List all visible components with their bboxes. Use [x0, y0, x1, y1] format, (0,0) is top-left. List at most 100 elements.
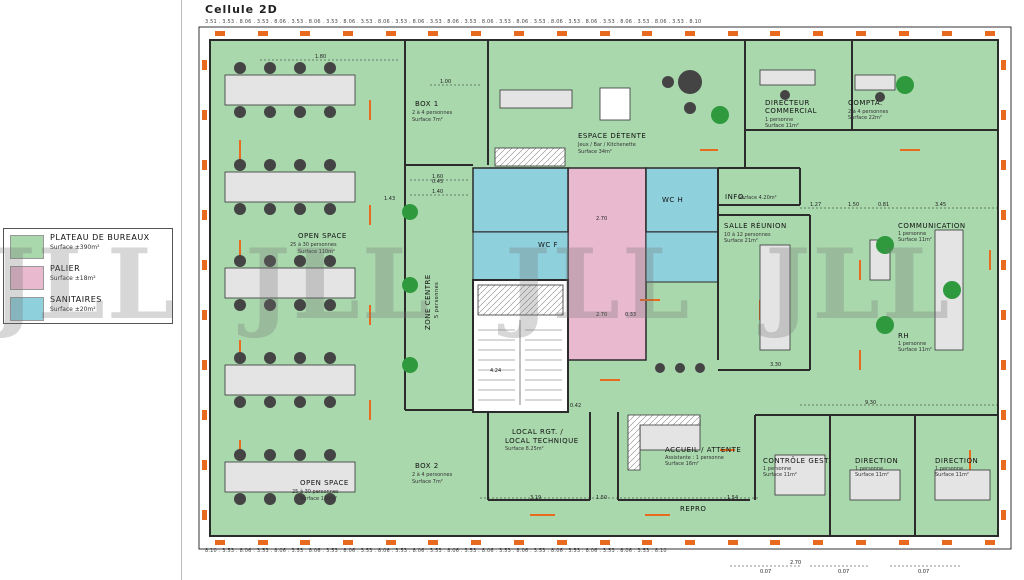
room-reunion-surface: Surface 21m² [724, 238, 758, 244]
dim-label: 2.70 [596, 312, 608, 318]
room-box2-surface: Surface 7m² [412, 479, 443, 485]
room-communication-surface: Surface 11m² [898, 237, 932, 243]
legend-surface: Surface ±18m² [50, 275, 96, 282]
dim-label: 1.27 [810, 202, 822, 208]
wc-f-area [472, 167, 569, 233]
wc-f-lower [472, 231, 569, 281]
dim-label: 3.19 [530, 495, 542, 501]
dim-label: 3.30 [770, 362, 782, 368]
room-reunion-detail: 10 à 12 personnes [724, 232, 771, 238]
dim-label: 1.40 [432, 189, 444, 195]
room-repro-name: REPRO [680, 505, 707, 513]
legend-swatch-plateau [10, 235, 44, 259]
room-directeur-detail: 1 personne [765, 117, 794, 123]
room-info-surface: Surface 4.20m² [738, 195, 777, 201]
room-compta-detail: 2 à 4 personnes [848, 109, 889, 115]
legend-name: SANITAIRES [50, 295, 102, 304]
desk-clusters [224, 69, 991, 501]
lift-shaft [477, 284, 564, 316]
dim-label: 1.60 [432, 174, 444, 180]
dimension-lines [260, 59, 998, 567]
room-direction1-surface: Surface 11m² [855, 472, 889, 478]
room-box2-detail: 2 à 4 personnes [412, 472, 453, 478]
dim-label: 1.50 [848, 202, 860, 208]
dim-label: 1.54 [727, 495, 739, 501]
room-rh-surface: Surface 11m² [898, 347, 932, 353]
legend-name: PALIER [50, 264, 81, 273]
ruler-top: 3.51 . 3.53 . 8.06 . 3.53 . 8.06 . 3.53 … [205, 19, 702, 25]
room-open-space-detail: 25 à 30 personnes [290, 242, 337, 248]
room-open-space-2-detail: 25 à 30 personnes [292, 489, 339, 495]
room-communication-detail: 1 personne [898, 231, 927, 237]
meeting-table [759, 244, 791, 351]
room-direction2-name: DIRECTION [935, 457, 979, 465]
legend-name: PLATEAU DE BUREAUX [50, 233, 150, 242]
room-controle-name: CONTRÔLE GEST. [763, 457, 831, 465]
plan-title: Cellule 2D [205, 3, 278, 16]
room-wc-f-name: WC F [538, 241, 559, 249]
room-compta-name: COMPTA. [848, 99, 883, 107]
kitchenette-counter [494, 147, 566, 167]
dim-label: 0.45 [432, 179, 444, 185]
plants [402, 76, 961, 373]
dim-label: 1.43 [384, 196, 396, 202]
room-detente-surface: Surface 34m² [578, 149, 612, 155]
light-fixtures [239, 100, 991, 516]
room-reunion-name: SALLE RÉUNION [724, 222, 787, 230]
room-local-surface: Surface 8.25m² [505, 446, 544, 452]
dim-label: 3.45 [935, 202, 947, 208]
room-rh-detail: 1 personne [898, 341, 927, 347]
legend-surface: Surface ±390m² [50, 244, 100, 251]
room-compta-surface: Surface 22m² [848, 115, 882, 121]
dim-label: 0.07 [918, 569, 930, 575]
room-box1-name: BOX 1 [415, 100, 439, 108]
room-wc-h-name: WC H [662, 196, 684, 204]
room-controle-detail: 1 personne [763, 466, 792, 472]
wc-h-lower [645, 231, 719, 283]
dim-label: 2.70 [596, 216, 608, 222]
room-detente-name: ESPACE DÉTENTE [578, 132, 647, 140]
ruler-bottom: 8.10 . 3.53 . 8.06 . 3.53 . 8.06 . 3.53 … [205, 548, 667, 554]
room-accueil-name: ACCUEIL / ATTENTE [665, 446, 742, 454]
room-communication-name: COMMUNICATION [898, 222, 966, 230]
room-direction1-name: DIRECTION [855, 457, 899, 465]
room-open-space-2-name: OPEN SPACE [300, 479, 349, 487]
dim-label: 4.24 [490, 368, 502, 374]
room-info-name: INFO. [725, 193, 747, 201]
dim-label: 0.07 [838, 569, 850, 575]
room-local-name: LOCAL RGT. / [512, 428, 564, 436]
dim-label: 0.81 [878, 202, 890, 208]
room-open-space-2-surface: Surface 110m² [300, 496, 338, 502]
room-accueil-surface: Surface 16m² [665, 461, 699, 467]
room-directeur-surface: Surface 11m² [765, 123, 799, 129]
room-open-space-name: OPEN SPACE [298, 232, 347, 240]
room-directeur-name: DIRECTEUR [765, 99, 810, 107]
frame-divider [181, 0, 182, 580]
room-direction2-surface: Surface 11m² [935, 472, 969, 478]
dim-label: 1.80 [315, 54, 327, 60]
reception-counter [627, 414, 701, 471]
legend-swatch-palier [10, 266, 44, 290]
room-zone-detail: 5 personnes [434, 281, 440, 318]
dim-label: 0.33 [625, 312, 637, 318]
room-directeur-name2: COMMERCIAL [765, 107, 818, 115]
room-local-name2: LOCAL TECHNIQUE [505, 437, 579, 445]
room-controle-surface: Surface 11m² [763, 472, 797, 478]
interior-walls [404, 40, 998, 536]
room-zone-name: ZONE CENTRE [424, 274, 432, 330]
chairs [234, 62, 885, 505]
room-open-space-surface: Surface 110m² [298, 249, 336, 255]
room-accueil-detail: Assistante : 1 personne [665, 455, 724, 461]
dim-label: 9.30 [865, 400, 877, 406]
dim-label: 0.07 [760, 569, 772, 575]
legend-swatch-sanitaires [10, 297, 44, 321]
room-detente-detail: Jeux / Bar / Kitchenette [578, 142, 636, 148]
facade-windows [202, 31, 1006, 545]
room-rh-name: RH [898, 332, 910, 340]
room-direction2-detail: 1 personne [935, 466, 964, 472]
legend-surface: Surface ±20m² [50, 306, 96, 313]
room-box1-detail: 2 à 4 personnes [412, 110, 453, 116]
dim-label: 2.70 [790, 560, 802, 566]
dim-label: 0.42 [570, 403, 582, 409]
